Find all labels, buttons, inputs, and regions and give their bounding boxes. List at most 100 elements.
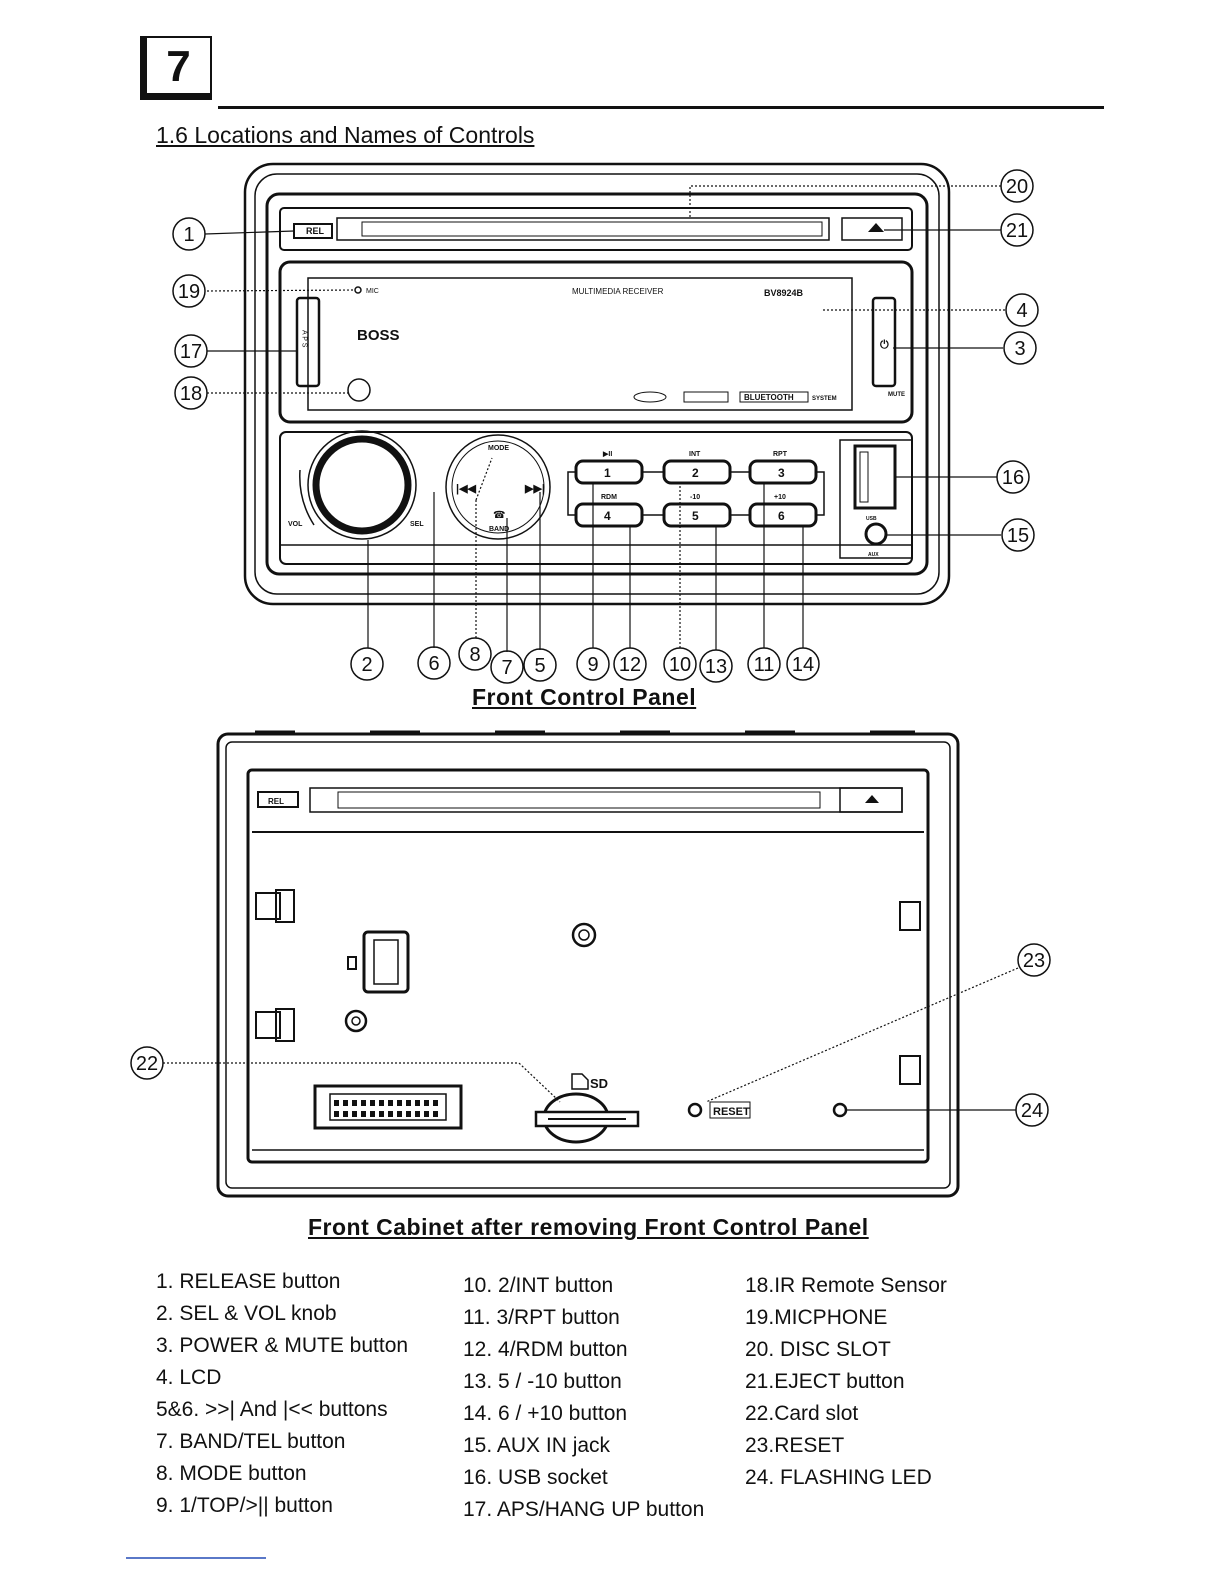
- rel-label: REL: [306, 226, 325, 236]
- legend-item: 19.MICPHONE: [745, 1306, 888, 1329]
- callout-10: 10: [669, 654, 691, 676]
- cabinet-caption: Front Cabinet after removing Front Contr…: [308, 1214, 869, 1240]
- mode-wheel: [445, 434, 551, 540]
- legend-item: 9. 1/TOP/>|| button: [156, 1494, 333, 1517]
- legend-item: 24. FLASHING LED: [745, 1466, 932, 1489]
- vol-knob-ring: [307, 430, 417, 540]
- callout-2: 2: [361, 654, 372, 676]
- mic-hole: [354, 286, 362, 294]
- callout-7: 7: [501, 657, 512, 679]
- key-5-label: 5: [692, 509, 699, 523]
- callout-6: 6: [428, 653, 439, 675]
- callout-11: 11: [754, 654, 775, 676]
- legend-item: 23.RESET: [745, 1434, 845, 1457]
- vol-knob: [312, 435, 412, 535]
- panel-housing-inner: [254, 173, 940, 595]
- minus10-label: -10: [690, 494, 700, 501]
- legend-item: 15. AUX IN jack: [463, 1434, 611, 1457]
- disc-strip: [279, 207, 913, 251]
- mic-label: MIC: [366, 288, 379, 295]
- legend-item: 1. RELEASE button: [156, 1270, 341, 1293]
- usb-label: USB: [866, 516, 877, 522]
- callout-20: 20: [1006, 176, 1028, 198]
- legend-item: 3. POWER & MUTE button: [156, 1334, 409, 1357]
- key-2-label: 2: [692, 466, 699, 480]
- legend-item: 7. BAND/TEL button: [156, 1430, 346, 1453]
- legend-item: 4. LCD: [156, 1366, 222, 1389]
- callout-3: 3: [1014, 338, 1025, 360]
- reset-label: RESET: [713, 1106, 750, 1118]
- callout-14: 14: [792, 654, 814, 676]
- legend-item: 14. 6 / +10 button: [463, 1402, 628, 1425]
- section-title: 1.6 Locations and Names of Controls: [156, 122, 535, 148]
- usb-socket: [853, 444, 897, 510]
- callout-15: 15: [1007, 525, 1029, 547]
- footer-link-underline: [126, 1557, 266, 1559]
- legend-item: 20. DISC SLOT: [745, 1338, 891, 1361]
- power-mute-button: [871, 296, 897, 388]
- multimedia-label: MULTIMEDIA RECEIVER: [572, 287, 664, 296]
- header-rule: [218, 106, 1104, 109]
- cabinet-rel-label: REL: [268, 797, 284, 806]
- legend-item: 16. USB socket: [463, 1466, 608, 1489]
- panel-face: [265, 192, 929, 576]
- legend-item: 17. APS/HANG UP button: [463, 1498, 705, 1521]
- phone-icon: ☎: [493, 510, 505, 521]
- band-label: BAND: [489, 526, 509, 533]
- mode-label: MODE: [488, 445, 509, 452]
- callout-24: 24: [1021, 1100, 1043, 1122]
- legend-item: 5&6. >>| And |<< buttons: [156, 1398, 388, 1421]
- callout-19: 19: [178, 281, 200, 303]
- lcd: [307, 277, 853, 411]
- ir-sensor: [347, 378, 371, 402]
- legend-item: 22.Card slot: [745, 1402, 859, 1425]
- model-label: BV8924B: [764, 288, 804, 298]
- bluetooth-label: BLUETOOTH: [744, 393, 794, 402]
- legend-item: 11. 3/RPT button: [463, 1306, 620, 1329]
- legend-item: 21.EJECT button: [745, 1370, 905, 1393]
- callout-16: 16: [1002, 467, 1024, 489]
- disc-slot: [336, 217, 830, 241]
- plus10-label: +10: [774, 494, 786, 501]
- key-6-label: 6: [778, 509, 785, 523]
- cabinet-diagram: [163, 730, 1019, 1198]
- power-icon: ⏻: [880, 338, 889, 351]
- callout-5: 5: [534, 655, 545, 677]
- legend-column-1: 1. RELEASE button 2. SEL & VOL knob 3. P…: [156, 1266, 408, 1522]
- legend-item: 10. 2/INT button: [463, 1274, 614, 1297]
- front-panel-caption: Front Control Panel: [472, 684, 697, 710]
- legend-item: 18.IR Remote Sensor: [745, 1274, 947, 1297]
- callout-4: 4: [1016, 300, 1027, 322]
- callout-17: 17: [180, 341, 202, 363]
- callout-22: 22: [136, 1053, 158, 1075]
- control-area: [279, 431, 913, 565]
- int-label: INT: [689, 451, 701, 458]
- sd-label: SD: [590, 1076, 608, 1091]
- legend-item: 2. SEL & VOL knob: [156, 1302, 337, 1325]
- callout-13: 13: [705, 656, 727, 678]
- legend-item: 8. MODE button: [156, 1462, 307, 1485]
- callout-21: 21: [1006, 220, 1028, 242]
- system-label: SYSTEM: [812, 396, 837, 402]
- brand-logo: BOSS: [357, 327, 400, 344]
- legend-item: 12. 4/RDM button: [463, 1338, 628, 1361]
- key-4-label: 4: [604, 509, 611, 523]
- key-3-label: 3: [778, 466, 785, 480]
- aps-label: A P S: [301, 330, 308, 348]
- aps-button: [295, 296, 321, 388]
- aux-label: AUX: [868, 552, 879, 558]
- prev-icon: |◀◀: [456, 483, 477, 495]
- next-icon: ▶▶|: [524, 483, 545, 495]
- page-number: 7: [140, 36, 212, 100]
- rdm-label: RDM: [601, 494, 617, 501]
- key-1-label: 1: [604, 466, 611, 480]
- legend-column-2: 10. 2/INT button 11. 3/RPT button 12. 4/…: [463, 1270, 704, 1526]
- eject-button: [841, 217, 903, 241]
- panel-housing-outer: [243, 162, 951, 606]
- vol-label: VOL: [288, 521, 303, 528]
- rpt-label: RPT: [773, 451, 788, 458]
- callout-12: 12: [619, 654, 641, 676]
- legend-column-3: 18.IR Remote Sensor 19.MICPHONE 20. DISC…: [745, 1270, 947, 1494]
- aux-jack: [864, 522, 888, 546]
